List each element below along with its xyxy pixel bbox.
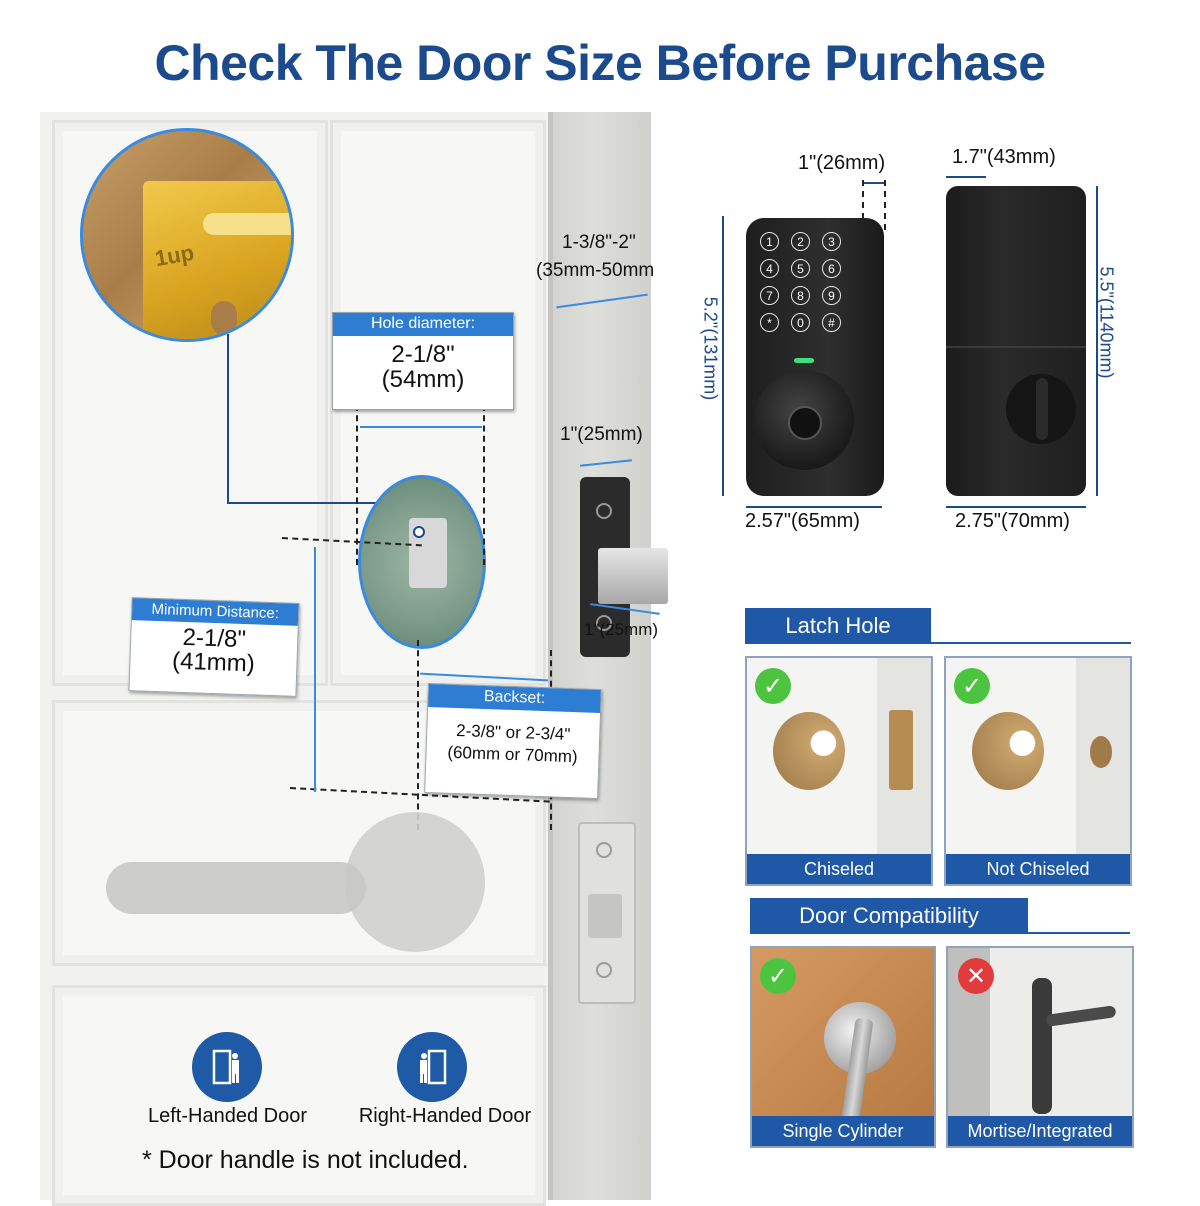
screw-bottom	[596, 615, 612, 631]
front-depth-dimension: 1"(26mm)	[798, 152, 886, 174]
leader-line-horizontal	[227, 502, 415, 504]
keypad-key: 6	[822, 259, 841, 278]
back-depth-arrow	[946, 176, 986, 178]
door-compatibility-title-underline	[1028, 932, 1130, 934]
bore-hole	[358, 475, 486, 649]
keypad-key: #	[822, 313, 841, 332]
back-width-arrow	[946, 506, 1086, 508]
mortise-card: ✕ Mortise/Integrated	[946, 946, 1134, 1148]
hole-diameter-inches: 2-1/8"	[391, 341, 455, 368]
mortise-lever	[1045, 1005, 1117, 1027]
lock-back-unit	[946, 186, 1086, 496]
page-title: Check The Door Size Before Purchase	[154, 35, 1046, 91]
lower-strike-opening	[588, 894, 622, 938]
door-handle-note: * Door handle is not included.	[142, 1146, 469, 1174]
thumb-turn	[1006, 374, 1076, 444]
left-handed-door-icon	[192, 1032, 262, 1102]
latch-slot-closeup	[211, 301, 237, 335]
hole-diameter-label: Hole diameter: 2-1/8" (54mm)	[332, 312, 514, 410]
keypad-key: *	[760, 313, 779, 332]
single-cylinder-card: ✓ Single Cylinder	[750, 946, 936, 1148]
lever-handle	[106, 862, 366, 914]
not-chiseled-caption: Not Chiseled	[946, 854, 1130, 884]
bore-center-dot	[413, 526, 425, 538]
hole-diameter-arrow	[360, 426, 482, 428]
latch-width-dimension: 1"(25mm)	[560, 424, 643, 445]
front-width-arrow	[746, 506, 882, 508]
door-thickness-inches: 1-3/8"-2"	[562, 232, 636, 253]
minimum-distance-header: Minimum Distance:	[131, 598, 299, 626]
back-cover-seam	[946, 346, 1086, 348]
cylinder-rosette	[754, 370, 854, 470]
not-chiseled-latch-hole	[1090, 736, 1112, 768]
not-chiseled-bore	[972, 712, 1044, 790]
leader-line-vertical	[227, 334, 229, 504]
door-thickness-mm: (35mm-50mm	[536, 260, 655, 281]
front-height-arrow	[722, 216, 724, 496]
screw-top	[596, 503, 612, 519]
mortise-backplate	[1032, 978, 1052, 1114]
hole-diameter-header: Hole diameter:	[333, 313, 513, 336]
mortise-caption: Mortise/Integrated	[948, 1116, 1132, 1146]
latch-bolt	[598, 548, 668, 604]
latch-depth-dimension: 1"(25mm)	[584, 620, 659, 639]
latch-closeup: 1up	[80, 128, 294, 342]
keypad-key: 8	[791, 286, 810, 305]
not-chiseled-check-icon: ✓	[954, 668, 990, 704]
lower-strike-plate	[578, 822, 636, 1004]
keypad-key: 5	[791, 259, 810, 278]
lower-screw-bottom	[596, 962, 612, 978]
hole-diameter-guide-left	[356, 405, 358, 565]
door-compatibility-title: Door Compatibility	[750, 898, 1028, 934]
keypad-key: 4	[760, 259, 779, 278]
chiseled-caption: Chiseled	[747, 854, 931, 884]
door-panel-lower	[52, 985, 546, 1206]
back-height-dimension: 5.5"(1140mm)	[1096, 266, 1117, 379]
latch-hole-chiseled-card: ✓ Chiseled	[745, 656, 933, 886]
latch-hole-not-chiseled-card: ✓ Not Chiseled	[944, 656, 1132, 886]
backset-guide-left	[417, 640, 419, 830]
backset-label: Backset: 2-3/8" or 2-3/4" (60mm or 70mm)	[424, 682, 602, 800]
minimum-distance-arrow	[314, 547, 316, 792]
right-handed-door-label: Right-Handed Door	[358, 1105, 532, 1127]
front-depth-arrow	[862, 182, 884, 184]
back-width-dimension: 2.75"(70mm)	[955, 510, 1070, 532]
right-handed-door-icon	[397, 1032, 467, 1102]
keypad-key: 2	[791, 232, 810, 251]
hole-diameter-guide-right	[483, 405, 485, 565]
backset-mm: (60mm or 70mm)	[447, 742, 578, 767]
thumb-turn-knob	[1036, 378, 1048, 440]
front-height-dimension: 5.2"(131mm)	[700, 296, 721, 401]
latch-bolt-closeup	[203, 213, 291, 235]
latch-hole-title: Latch Hole	[745, 608, 931, 644]
keyhole	[788, 406, 822, 440]
back-height-arrow	[1096, 186, 1098, 496]
single-cylinder-caption: Single Cylinder	[752, 1116, 934, 1146]
chiseled-latch-recess	[889, 710, 913, 790]
chiseled-check-icon: ✓	[755, 668, 791, 704]
backset-header: Backset:	[428, 684, 601, 714]
keypad-key: 0	[791, 313, 810, 332]
minimum-distance-mm: (41mm)	[171, 647, 256, 678]
status-led	[794, 358, 814, 363]
single-cylinder-check-icon: ✓	[760, 958, 796, 994]
back-depth-dimension: 1.7"(43mm)	[952, 146, 1056, 168]
left-handed-door-label: Left-Handed Door	[148, 1105, 307, 1127]
hole-diameter-mm: (54mm)	[381, 366, 465, 393]
keypad-key: 1	[760, 232, 779, 251]
front-width-dimension: 2.57"(65mm)	[745, 510, 860, 532]
latch-hole-title-underline	[931, 642, 1131, 644]
chiseled-bore	[773, 712, 845, 790]
front-depth-guide-left	[862, 180, 864, 230]
lever-rosette	[345, 812, 485, 952]
keypad-key: 9	[822, 286, 841, 305]
mortise-cross-icon: ✕	[958, 958, 994, 994]
minimum-distance-label: Minimum Distance: 2-1/8" (41mm)	[128, 597, 300, 697]
front-depth-guide-right	[884, 180, 886, 230]
keypad-key: 7	[760, 286, 779, 305]
keypad-key: 3	[822, 232, 841, 251]
lower-screw-top	[596, 842, 612, 858]
